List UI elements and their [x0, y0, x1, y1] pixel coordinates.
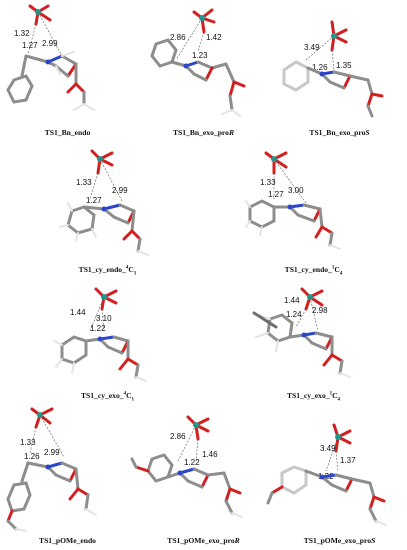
panel-ts1-cy-endo-1c4: 1.33 1.27 3.00 TS1_cy_endo_1C4: [245, 145, 381, 280]
distance-label: 1.22: [90, 324, 106, 333]
caption-ts1-pome-endo: TS1_pOMe_endo: [39, 536, 96, 545]
molecule-ts1-bn-exo-pror: 2.86 1.42 1.23: [150, 8, 246, 117]
distance-label: 3.49: [304, 43, 320, 52]
distance-label: 1.33: [260, 178, 276, 187]
caption-ts1-pome-exo-pror: TS1_pOMe_exo_proR: [167, 536, 240, 545]
distance-label: 1.23: [192, 51, 208, 60]
distance-label: 2.99: [112, 186, 128, 195]
distance-label: 2.86: [170, 432, 186, 441]
molecule-ts1-pome-endo: 1.33 2.99 1.26: [6, 407, 97, 532]
caption-ts1-cy-endo-1c4: TS1_cy_endo_1C4: [284, 265, 343, 277]
distance-label: 2.99: [42, 39, 58, 48]
panel-ts1-bn-exo-pror: 2.86 1.42 1.23 TS1_Bn_exo_proR: [136, 0, 271, 137]
panel-ts1-pome-endo: 1.33 2.99 1.26 TS1_pOMe_endo: [0, 405, 135, 545]
panel-ts1-cy-exo-4c1: 1.44 3.10 1.22 TS1_cy_exo_4C1: [40, 275, 175, 410]
caption-ts1-cy-exo-4c1: TS1_cy_exo_4C1: [80, 391, 135, 403]
distance-label: 1.27: [268, 190, 284, 199]
panel-ts1-bn-exo-pros: 3.49 1.26 1.35 TS1_Bn_exo_proS: [272, 0, 407, 137]
caption-ts1-bn-endo: TS1_Bn_endo: [44, 128, 91, 137]
distance-label: 2.98: [312, 306, 328, 315]
distance-label: 1.26: [24, 452, 40, 461]
molecule-ts1-cy-exo-1c4: 1.44 2.98 1.24: [252, 287, 351, 378]
molecule-ts1-cy-exo-4c1: 1.44 3.10 1.22: [53, 287, 147, 382]
molecule-ts1-cy-endo-1c4: 1.33 1.27 3.00: [245, 151, 341, 250]
caption-ts1-pome-exo-pros: TS1_pOMe_exo_proS: [303, 536, 376, 545]
distance-label: 1.24: [286, 310, 302, 319]
caption-ts1-bn-exo-pror: TS1_Bn_exo_proR: [172, 128, 235, 137]
distance-label: 1.27: [86, 196, 102, 205]
distance-label: 3.00: [288, 186, 304, 195]
distance-label: 1.33: [20, 438, 36, 447]
distance-label: 1.32: [14, 29, 30, 38]
caption-ts1-bn-exo-pros: TS1_Bn_exo_proS: [309, 128, 370, 137]
distance-label: 3.49: [320, 444, 336, 453]
molecule-ts1-pome-exo-pros: 3.49 1.37 1.22: [266, 423, 387, 526]
distance-label: 2.86: [170, 33, 186, 42]
panel-ts1-pome-exo-pror: 2.86 1.46 1.22 TS1_pOMe_exo_proR: [130, 405, 271, 545]
caption-ts1-cy-exo-1c4: TS1_cy_exo_1C4: [286, 391, 341, 403]
distance-label: 2.99: [44, 448, 60, 457]
distance-label: 1.44: [70, 308, 86, 317]
distance-label: 1.33: [76, 178, 92, 187]
distance-label: 1.37: [340, 456, 356, 465]
panel-ts1-pome-exo-pros: 3.49 1.37 1.22 TS1_pOMe_exo_proS: [266, 405, 407, 545]
molecule-ts1-bn-exo-pros: 3.49 1.26 1.35: [282, 20, 384, 118]
molecule-ts1-cy-endo-4c1: 1.33 1.27 2.99: [59, 149, 149, 256]
distance-label: 1.46: [202, 450, 218, 459]
distance-label: 3.10: [96, 314, 112, 323]
distance-label: 1.27: [22, 41, 38, 50]
molecule-ts1-bn-endo: 1.32 1.27 2.99: [6, 4, 95, 111]
distance-label: 1.22: [184, 458, 200, 467]
distance-label: 1.42: [206, 33, 222, 42]
caption-ts1-cy-endo-4c1: TS1_cy_endo_4C1: [78, 265, 137, 277]
panel-ts1-cy-endo-4c1: 1.33 1.27 2.99 TS1_cy_endo_4C1: [40, 145, 175, 280]
molecule-ts1-pome-exo-pror: 2.86 1.46 1.22: [130, 415, 243, 518]
distance-label: 1.35: [336, 61, 352, 70]
panel-ts1-cy-exo-1c4: 1.44 2.98 1.24 TS1_cy_exo_1C4: [246, 275, 381, 410]
panel-ts1-bn-endo: 1.32 1.27 2.99 TS1_Bn_endo: [0, 0, 135, 137]
distance-label: 1.26: [312, 63, 328, 72]
distance-label: 1.44: [284, 296, 300, 305]
